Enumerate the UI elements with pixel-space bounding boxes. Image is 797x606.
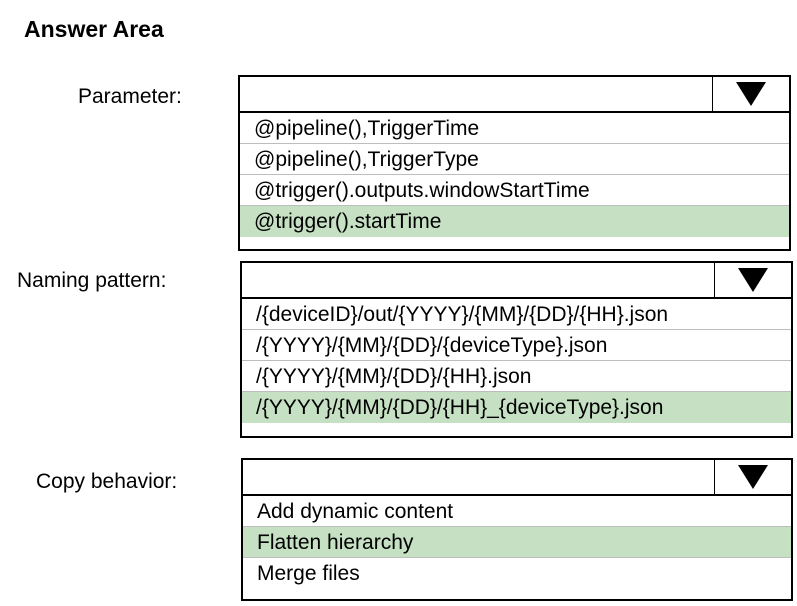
naming-pattern-dropdown-header[interactable] bbox=[242, 263, 791, 299]
parameter-option[interactable]: @pipeline(),TriggerTime bbox=[240, 113, 789, 144]
triangle-down-icon bbox=[738, 465, 768, 489]
parameter-option[interactable]: @trigger().startTime bbox=[240, 206, 789, 237]
naming-pattern-option[interactable]: /{YYYY}/{MM}/{DD}/{deviceType}.json bbox=[242, 330, 791, 361]
parameter-dropdown-toggle[interactable] bbox=[712, 77, 789, 111]
copy-behavior-dropdown-toggle[interactable] bbox=[714, 460, 791, 494]
triangle-down-icon bbox=[736, 82, 766, 106]
naming-pattern-dropdown[interactable]: /{deviceID}/out/{YYYY}/{MM}/{DD}/{HH}.js… bbox=[240, 261, 793, 438]
naming-pattern-dropdown-toggle[interactable] bbox=[714, 263, 791, 297]
copy-behavior-dropdown-header[interactable] bbox=[243, 460, 791, 496]
parameter-dropdown[interactable]: @pipeline(),TriggerTime @pipeline(),Trig… bbox=[238, 75, 791, 251]
copy-behavior-dropdown[interactable]: Add dynamic content Flatten hierarchy Me… bbox=[241, 458, 793, 601]
naming-pattern-option[interactable]: /{deviceID}/out/{YYYY}/{MM}/{DD}/{HH}.js… bbox=[242, 299, 791, 330]
parameter-dropdown-header[interactable] bbox=[240, 77, 789, 113]
copy-behavior-label: Copy behavior: bbox=[36, 470, 178, 493]
parameter-option[interactable]: @pipeline(),TriggerType bbox=[240, 144, 789, 175]
copy-behavior-option[interactable]: Merge files bbox=[257, 562, 360, 585]
parameter-label: Parameter: bbox=[78, 85, 182, 108]
naming-pattern-option[interactable]: /{YYYY}/{MM}/{DD}/{HH}_{deviceType}.json bbox=[242, 392, 791, 423]
parameter-option[interactable]: @trigger().outputs.windowStartTime bbox=[240, 175, 789, 206]
copy-behavior-option[interactable]: Flatten hierarchy bbox=[243, 527, 791, 558]
naming-pattern-option[interactable]: /{YYYY}/{MM}/{DD}/{HH}.json bbox=[242, 361, 791, 392]
naming-pattern-label: Naming pattern: bbox=[17, 269, 167, 292]
copy-behavior-option[interactable]: Add dynamic content bbox=[243, 496, 791, 527]
triangle-down-icon bbox=[738, 268, 768, 292]
answer-area-title: Answer Area bbox=[24, 16, 164, 42]
